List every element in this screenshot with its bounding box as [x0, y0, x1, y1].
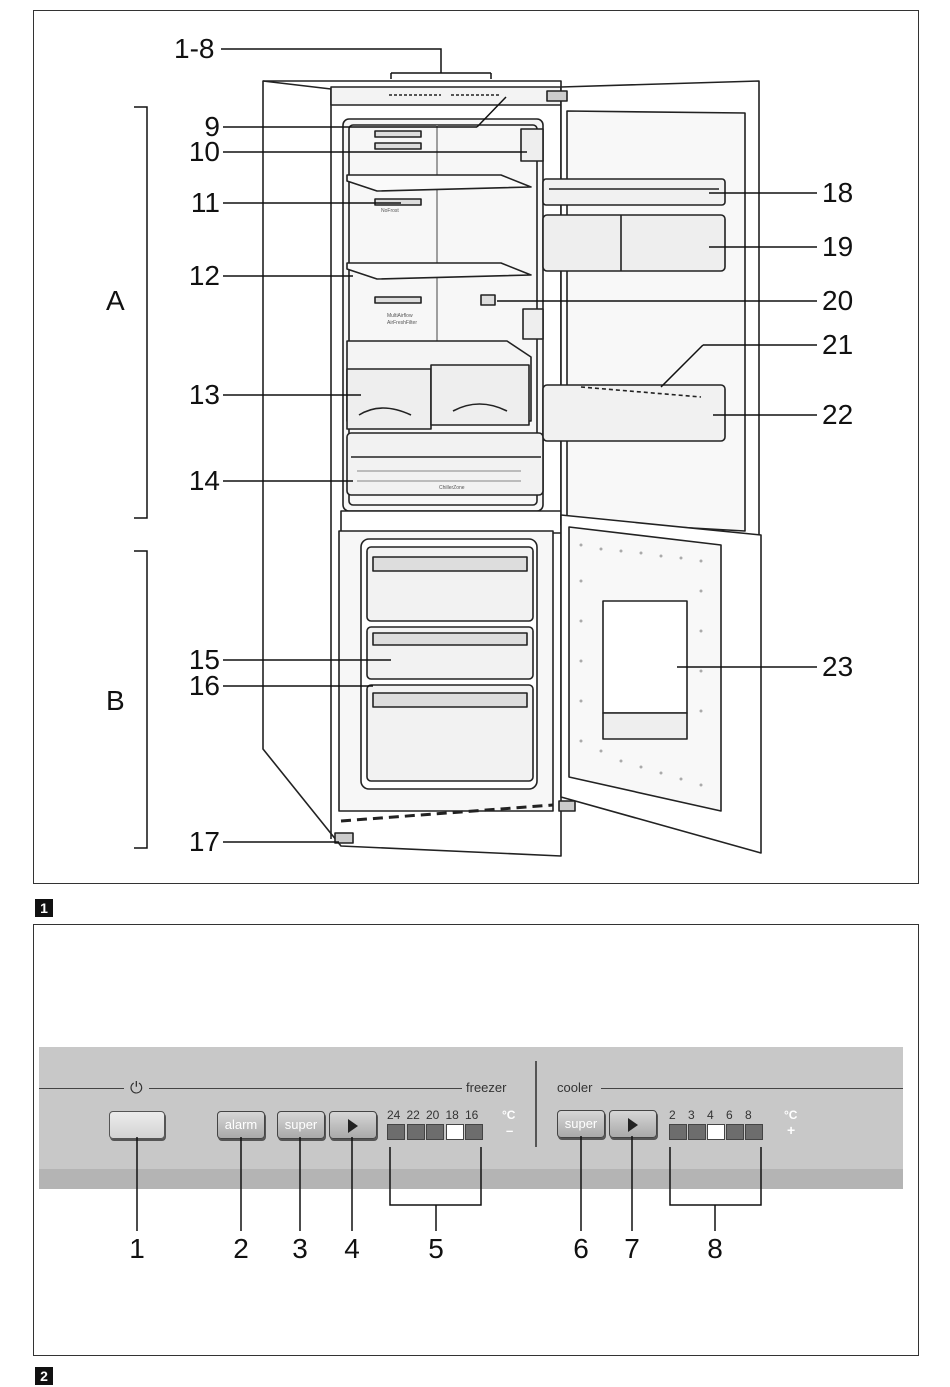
- freezer-header-line: [39, 1088, 463, 1089]
- panel-callout-8: 8: [707, 1233, 723, 1264]
- callout-11: 11: [190, 187, 220, 218]
- freezer-unit: °C: [502, 1108, 516, 1122]
- callout-20: 20: [822, 285, 854, 316]
- freezer-temp-indicator-led: [445, 1124, 464, 1140]
- freezer-temp-indicator-led: [426, 1124, 444, 1140]
- chiller-text: ChillerZone: [439, 485, 465, 491]
- freezer-label: freezer: [462, 1081, 511, 1094]
- freezer-door-dot-pattern: [579, 543, 703, 787]
- callout-17: 17: [188, 826, 220, 857]
- panel-callout-3: 3: [292, 1233, 308, 1264]
- cooler-temp-label: 4: [707, 1108, 714, 1122]
- figure-1-fridge-overview: NoFrost MultiAirflow AirFreshFilter Chil…: [33, 10, 919, 884]
- cooler-unit: °C: [784, 1108, 798, 1122]
- freezer-temp-label: 16: [465, 1108, 479, 1122]
- cooler-plus-sign: +: [787, 1122, 796, 1138]
- cooler-label: cooler: [557, 1080, 593, 1095]
- callout-21: 21: [822, 329, 854, 360]
- panel-divider: [535, 1061, 537, 1147]
- callout-1-8: 1-8: [174, 33, 215, 64]
- power-symbol-icon: ⏻: [124, 1081, 149, 1097]
- callout-22: 22: [822, 399, 854, 430]
- cooler-temp-indicator-led: [745, 1124, 763, 1140]
- play-arrow-icon: [348, 1118, 358, 1133]
- cooler-temp-label: 6: [726, 1108, 733, 1122]
- freezer-temp-indicator-led: [406, 1124, 425, 1140]
- freezer-temp-select-button[interactable]: [329, 1111, 377, 1139]
- freezer-temp-label: 20: [426, 1108, 440, 1122]
- cooler-temp-indicator-led: [669, 1124, 687, 1140]
- freezer-super-button[interactable]: super: [277, 1111, 325, 1139]
- callout-10: 10: [188, 136, 220, 167]
- cooler-super-button[interactable]: super: [557, 1110, 605, 1138]
- callout-15: 15: [188, 644, 220, 675]
- callout-16: 16: [188, 670, 220, 701]
- cooler-temp-label: 2: [669, 1108, 676, 1122]
- freezer-temp-indicator-led: [387, 1124, 405, 1140]
- freezer-temp-indicator-led: [465, 1124, 483, 1140]
- callout-12: 12: [188, 260, 220, 291]
- callout-9: 9: [204, 111, 220, 142]
- callout-23: 23: [822, 651, 854, 682]
- panel-callout-2: 2: [233, 1233, 249, 1264]
- panel-callout-6: 6: [573, 1233, 589, 1264]
- leader-lines: [134, 48, 817, 849]
- callout-18: 18: [822, 177, 854, 208]
- figure-2-number: 2: [35, 1367, 53, 1385]
- cooler-temp-indicator-led: [726, 1124, 744, 1140]
- alarm-button[interactable]: alarm: [217, 1111, 265, 1139]
- nofrost-text: NoFrost: [381, 208, 399, 214]
- cooler-header-line: [601, 1088, 903, 1089]
- freezer-temp-label: 24: [387, 1108, 401, 1122]
- callout-19: 19: [822, 231, 854, 262]
- section-b-label: B: [106, 685, 125, 716]
- play-arrow-icon: [628, 1117, 638, 1132]
- cooler-temp-indicator-led: [707, 1124, 725, 1140]
- panel-leader-lines: [136, 1136, 762, 1231]
- panel-callout-1: 1: [129, 1233, 145, 1264]
- callout-13: 13: [188, 379, 220, 410]
- cooler-temp-select-button[interactable]: [609, 1110, 657, 1138]
- fridge-drawing: NoFrost MultiAirflow AirFreshFilter Chil…: [134, 48, 817, 857]
- freezer-temp-label: 22: [406, 1108, 420, 1122]
- cooler-temp-label: 8: [745, 1108, 752, 1122]
- callout-14: 14: [188, 465, 220, 496]
- freezer-temp-label: 18: [445, 1108, 459, 1122]
- section-a-label: A: [106, 285, 125, 316]
- panel-callout-5: 5: [428, 1233, 444, 1264]
- control-panel-bottom-band: [39, 1169, 903, 1189]
- panel-callout-7: 7: [624, 1233, 640, 1264]
- cooler-temp-label: 3: [688, 1108, 695, 1122]
- freezer-minus-sign: –: [506, 1123, 514, 1138]
- control-panel: [39, 1047, 903, 1189]
- airfresh-text: AirFreshFilter: [387, 320, 417, 326]
- figure-1-number: 1: [35, 899, 53, 917]
- panel-callout-4: 4: [344, 1233, 360, 1264]
- cooler-temp-indicator-led: [688, 1124, 706, 1140]
- multiairflow-text: MultiAirflow: [387, 313, 413, 319]
